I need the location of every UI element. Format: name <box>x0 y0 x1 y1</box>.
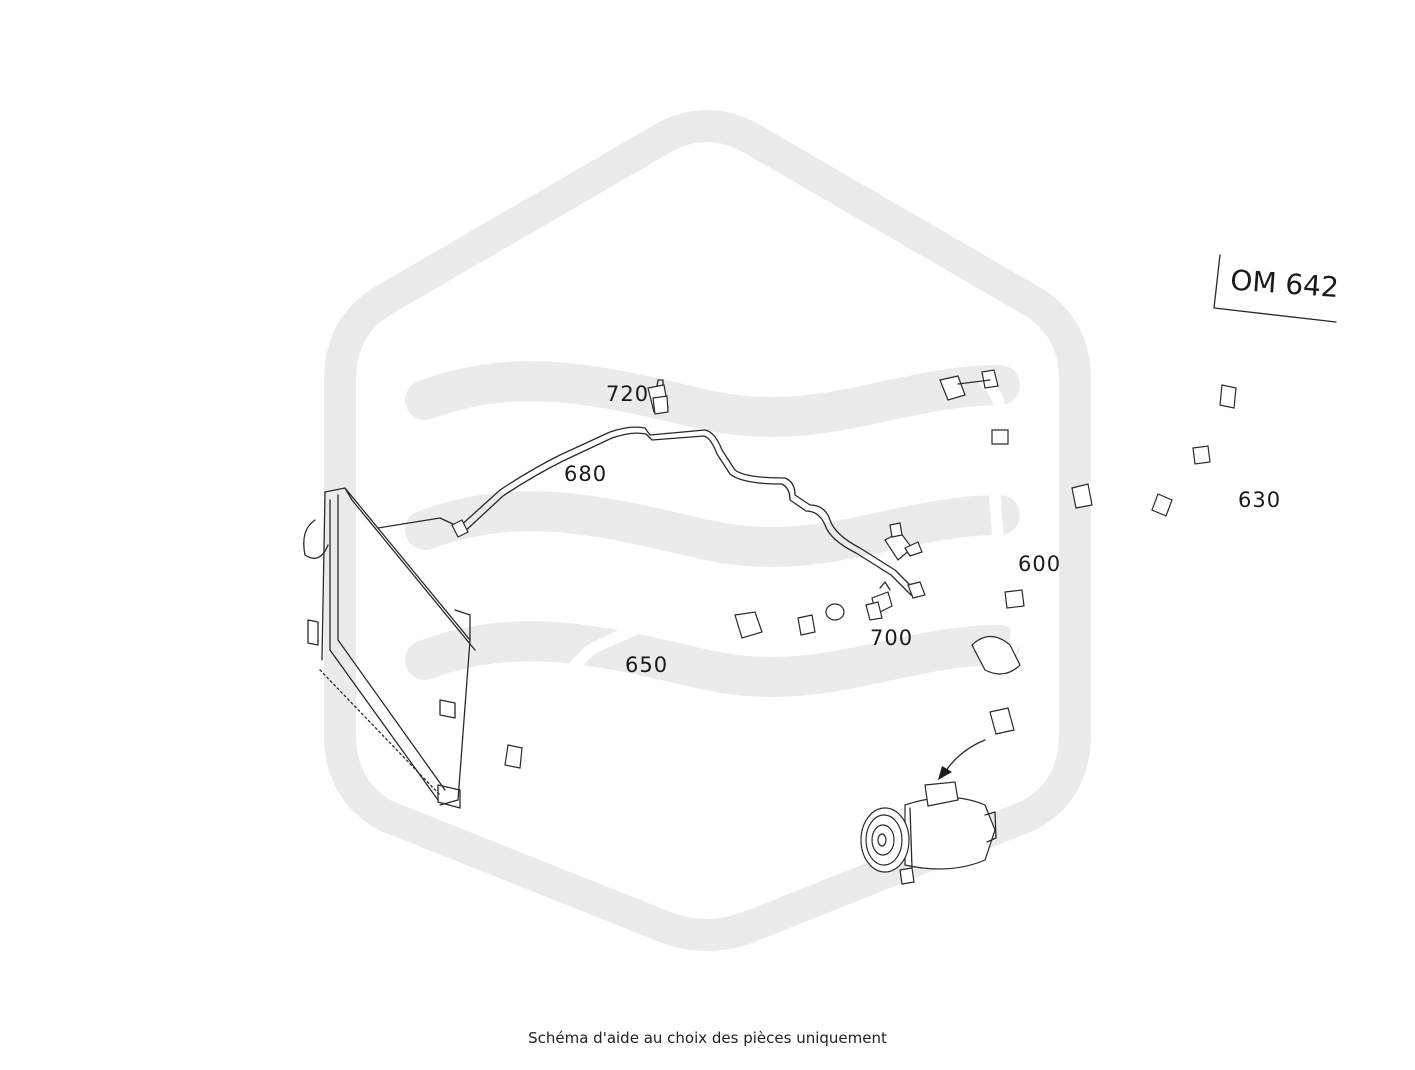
label-630: 630 <box>1238 488 1281 512</box>
label-720: 720 <box>606 382 649 406</box>
part-600-hose <box>939 369 1025 735</box>
watermark-wave-bottom <box>405 621 1020 697</box>
condenser <box>303 487 476 809</box>
label-700: 700 <box>870 626 913 650</box>
label-650: 650 <box>625 653 668 677</box>
compressor <box>860 781 997 885</box>
part-700-clip <box>865 581 893 621</box>
watermark-wave-middle <box>405 491 1020 567</box>
engine-code-label: OM 642 <box>1229 264 1340 304</box>
engine-code-box: OM 642 <box>1213 254 1340 323</box>
label-680: 680 <box>564 462 607 486</box>
part-630-hose <box>1071 381 1237 529</box>
watermark-wave-top <box>405 361 1020 437</box>
caption-text: Schéma d'aide au choix des pièces unique… <box>528 1029 887 1047</box>
direction-arrow <box>938 739 986 780</box>
label-600: 600 <box>1018 552 1061 576</box>
part-680-pipe <box>451 426 926 599</box>
part-650-pipe <box>491 589 845 771</box>
part-720-sensor <box>647 379 669 415</box>
